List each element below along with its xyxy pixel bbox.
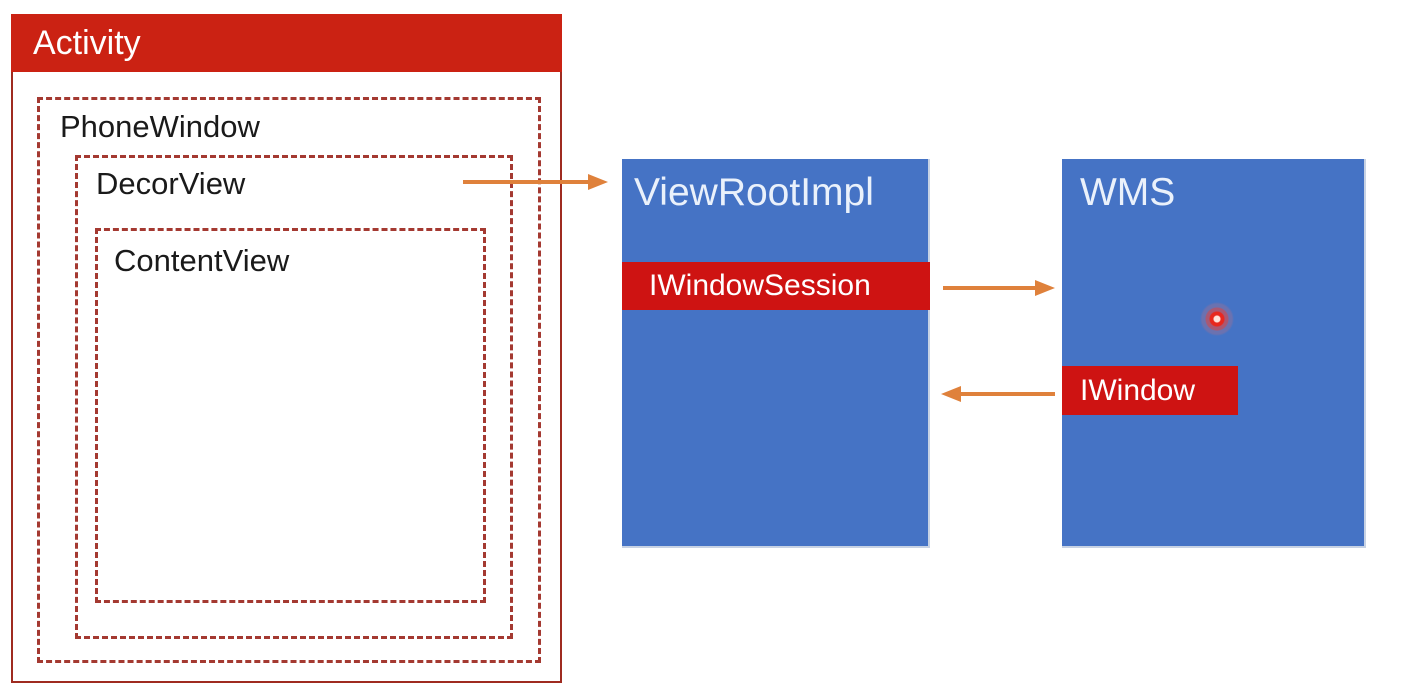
arrow-right-icon	[1035, 280, 1055, 296]
viewrootimpl-box: ViewRootImpl IWindowSession	[622, 159, 930, 548]
iwindowsession-band: IWindowSession	[622, 262, 930, 310]
iwindow-label: IWindow	[1080, 373, 1196, 407]
iwindow-tag: IWindow	[1062, 366, 1238, 415]
arrow-decorview-to-viewrootimpl	[463, 174, 608, 190]
iwindowsession-label: IWindowSession	[649, 269, 871, 302]
contentview-box: ContentView	[95, 228, 486, 603]
arrow-left-icon	[941, 386, 961, 402]
arrow-iwindowsession-to-wms	[943, 280, 1055, 296]
arrow-shaft	[961, 392, 1055, 396]
wms-title: WMS	[1080, 171, 1176, 214]
arrow-shaft	[463, 180, 588, 184]
arrow-iwindow-to-viewrootimpl	[941, 386, 1055, 402]
arrow-right-icon	[588, 174, 608, 190]
wms-box: WMS IWindow	[1062, 159, 1366, 548]
viewrootimpl-title: ViewRootImpl	[634, 171, 874, 214]
decorview-label: DecorView	[96, 166, 246, 201]
arrow-shaft	[943, 286, 1035, 290]
contentview-label: ContentView	[114, 243, 290, 278]
activity-title: Activity	[33, 23, 141, 62]
phonewindow-box: PhoneWindow DecorView ContentView	[37, 97, 541, 663]
activity-header: Activity	[11, 14, 562, 72]
activity-box: Activity PhoneWindow DecorView ContentVi…	[11, 14, 562, 683]
phonewindow-label: PhoneWindow	[60, 109, 260, 144]
decorview-box: DecorView ContentView	[75, 155, 513, 639]
laser-pointer-dot	[1199, 301, 1235, 337]
